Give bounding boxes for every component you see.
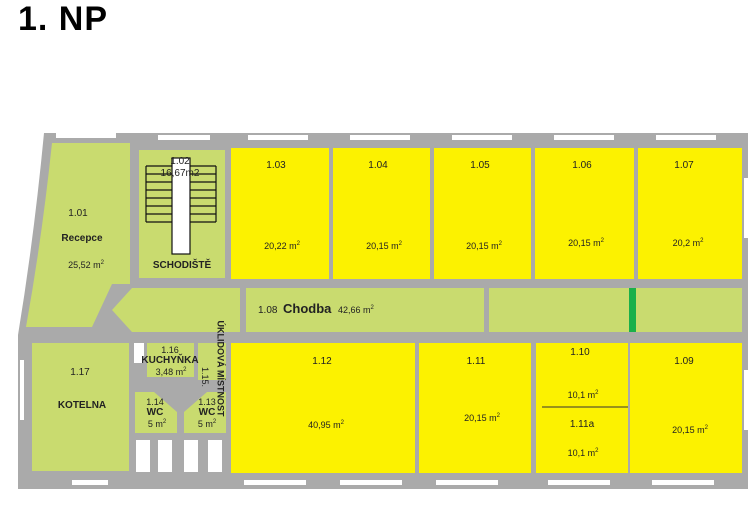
room-1-02-area: 16,67m2: [160, 168, 200, 179]
stair-icon: [145, 157, 217, 255]
room-1-01-number: 1.01: [68, 208, 88, 219]
room-1-05-number: 1.05: [470, 160, 490, 171]
room-1-09: [630, 343, 742, 473]
room-1-12: [231, 343, 415, 473]
room-1-01-name: Recepce: [61, 233, 103, 244]
room-1-02-name: SCHODIŠTĚ: [152, 260, 212, 271]
corridor-main: [246, 288, 484, 332]
room-1-17: [32, 343, 129, 471]
corridor-right: [489, 288, 742, 332]
room-1-03-number: 1.03: [266, 160, 286, 171]
room-1-17-number: 1.17: [70, 367, 90, 378]
floor-title: 1. NP: [18, 0, 109, 38]
room-1-12-number: 1.12: [312, 356, 332, 367]
room-1-03: [231, 148, 329, 279]
room-1-17-name: KOTELNA: [57, 400, 107, 411]
room-1-11a-number: 1.11a: [569, 419, 595, 430]
room-1-13-name: WC: [198, 407, 216, 418]
room-1-04: [333, 148, 430, 279]
room-1-10-area: 10,1 m2: [567, 390, 599, 400]
room-1-13-area: 5 m2: [197, 419, 217, 429]
room-1-07-area: 20,2 m2: [672, 238, 704, 248]
room-1-08-area: 42,66 m2: [338, 305, 374, 315]
room-1-12-area: 40,95 m2: [308, 420, 344, 430]
room-1-16: [147, 343, 194, 377]
room-1-02-number: 1.02: [170, 156, 190, 167]
bottom-windows: [72, 480, 714, 485]
room-1-11-area: 20,15 m2: [464, 413, 500, 423]
room-1-14-number: 1.14: [146, 397, 164, 407]
room-1-03-area: 20,22 m2: [264, 241, 300, 251]
top-windows: [56, 133, 716, 140]
room-1-04-number: 1.04: [368, 160, 388, 171]
room-1-05-area: 20,15 m2: [466, 241, 502, 251]
room-1-13-number: 1.13: [198, 397, 216, 407]
room-1-05: [434, 148, 531, 279]
room-1-07: [638, 148, 742, 279]
room-1-10: [536, 343, 628, 473]
room-1-15-number: 1.15.: [200, 366, 210, 388]
room-1-06-area: 20,15 m2: [568, 238, 604, 248]
room-1-09-area: 20,15 m2: [672, 425, 708, 435]
room-1-01-area: 25,52 m2: [68, 260, 104, 270]
room-1-11: [419, 343, 531, 473]
room-1-11-number: 1.11: [466, 356, 486, 367]
room-1-09-number: 1.09: [674, 356, 694, 367]
door-marker: [629, 288, 636, 332]
room-1-14: [135, 392, 177, 433]
room-1-16-name: KUCHYŇKA: [141, 355, 199, 366]
room-1-11a-area: 10,1 m2: [567, 448, 599, 458]
room-1-06-number: 1.06: [572, 160, 592, 171]
room-1-14-area: 5 m2: [147, 419, 167, 429]
room-1-04-area: 20,15 m2: [366, 241, 402, 251]
room-1-13: [184, 392, 226, 433]
room-1-14-name: WC: [146, 407, 164, 418]
room-1-16-area: 3,48 m2: [155, 367, 187, 377]
room-1-07-number: 1.07: [674, 160, 694, 171]
room-1-16-number: 1.16: [161, 345, 179, 355]
room-1-10-number: 1.10: [570, 347, 590, 358]
corridor-left: [112, 288, 240, 332]
room-1-15: [198, 343, 226, 380]
room-1-08-number: 1.08: [258, 305, 278, 316]
room-1-01: [26, 143, 130, 327]
room-1-08-name: Chodba: [283, 301, 332, 316]
room-1-06: [535, 148, 634, 279]
